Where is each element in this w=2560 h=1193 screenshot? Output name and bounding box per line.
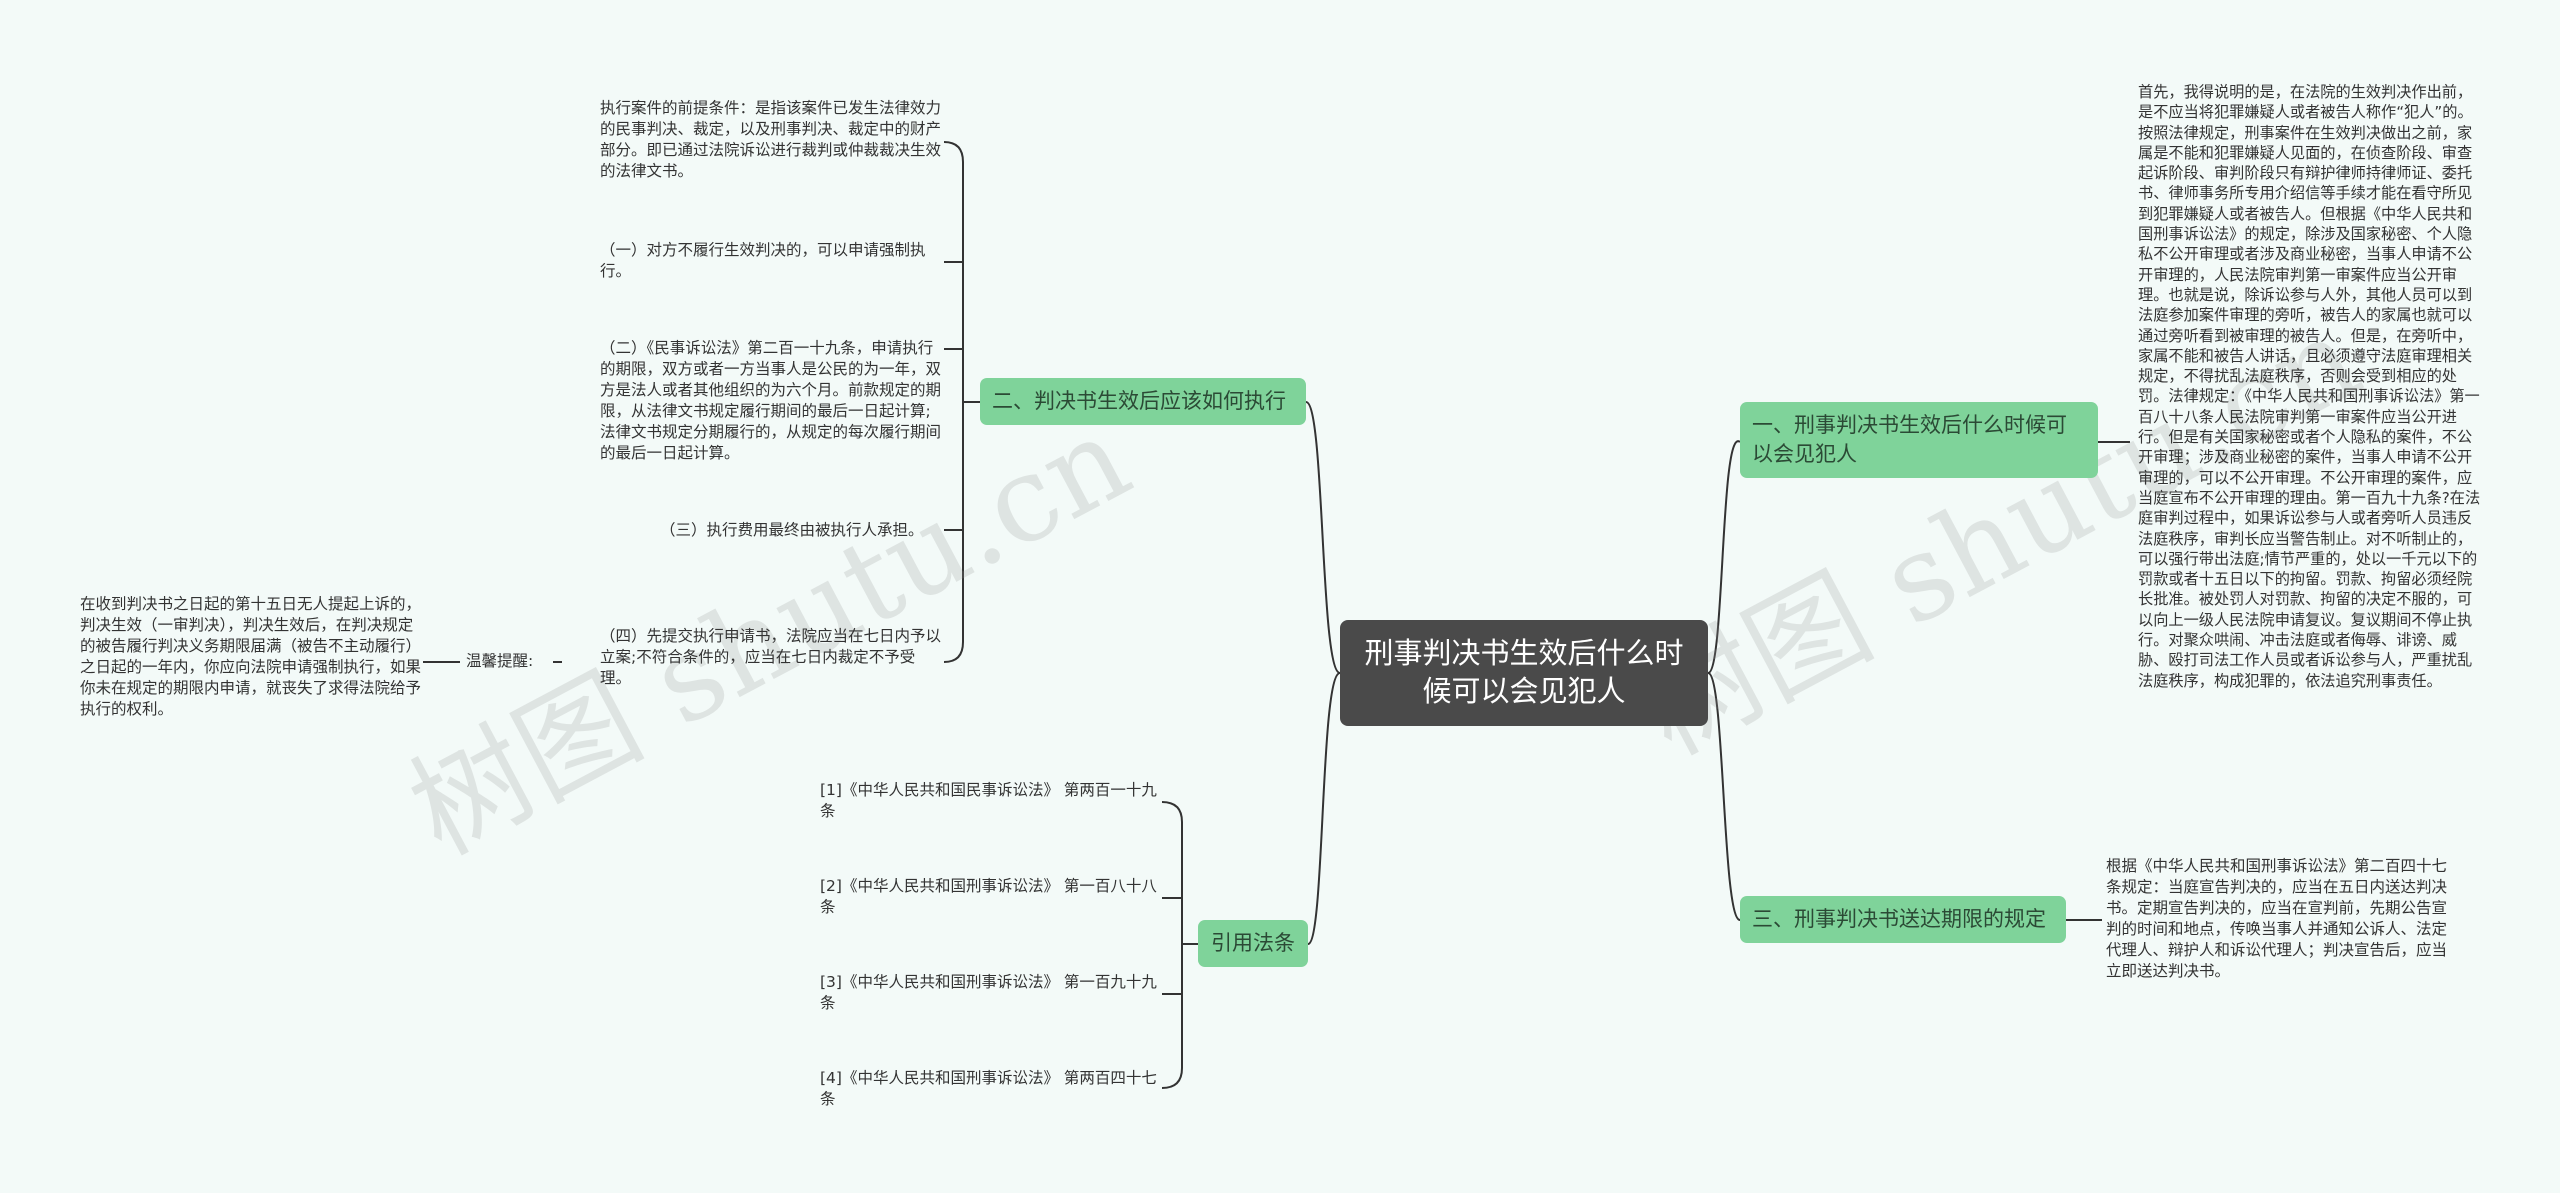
connector-b4-bracket <box>1161 801 1183 1089</box>
connector-root-b3 <box>1707 672 1741 921</box>
cited-law-4: [4]《中华人民共和国刑事诉讼法》 第两百四十七条 <box>820 1069 1157 1108</box>
branch-how-execute[interactable]: 二、判决书生效后应该如何执行 <box>980 378 1306 425</box>
branch-delivery-deadline[interactable]: 三、刑事判决书送达期限的规定 <box>1740 896 2066 943</box>
branch-cited-laws[interactable]: 引用法条 <box>1198 920 1308 967</box>
execute-precondition: 执行案件的前提条件：是指该案件已发生法律效力的民事判决、裁定，以及刑事判决、裁定… <box>600 99 942 180</box>
execute-item-3: （三）执行费用最终由被执行人承担。 <box>660 521 924 539</box>
connector-root-b2 <box>1305 401 1341 674</box>
cited-law-2: [2]《中华人民共和国刑事诉讼法》 第一百八十八条 <box>820 877 1157 916</box>
reminder-note: 在收到判决书之日起的第十五日无人提起上诉的，判决生效（一审判决），判决生效后，在… <box>80 595 422 718</box>
execute-item-2: （二）《民事诉讼法》第二百一十九条，申请执行的期限，双方或者一方当事人是公民的为… <box>600 339 942 462</box>
cited-law-3: [3]《中华人民共和国刑事诉讼法》 第一百九十九条 <box>820 973 1157 1012</box>
branch-when-visit-text: 首先，我得说明的是，在法院的生效判决作出前，是不应当将犯罪嫌疑人或者被告人称作“… <box>2138 83 2481 690</box>
branch-when-visit[interactable]: 一、刑事判决书生效后什么时候可以会见犯人 <box>1740 402 2098 478</box>
execute-item-1: （一）对方不履行生效判决的，可以申请强制执行。 <box>600 241 926 280</box>
reminder-label: 温馨提醒: <box>466 652 534 670</box>
connector-b2-bracket <box>943 141 964 663</box>
execute-item-4: （四）先提交执行申请书，法院应当在七日内予以立案;不符合条件的，应当在七日内裁定… <box>600 627 942 687</box>
root-topic[interactable]: 刑事判决书生效后什么时候可以会见犯人 <box>1340 620 1708 726</box>
branch-delivery-deadline-text: 根据《中华人民共和国刑事诉讼法》第二百四十七条规定：当庭宣告判决的，应当在五日内… <box>2106 857 2448 980</box>
connector-root-b4 <box>1307 672 1341 945</box>
connector-root-b1 <box>1707 440 1741 674</box>
cited-law-1: [1]《中华人民共和国民事诉讼法》 第两百一十九条 <box>820 781 1157 820</box>
